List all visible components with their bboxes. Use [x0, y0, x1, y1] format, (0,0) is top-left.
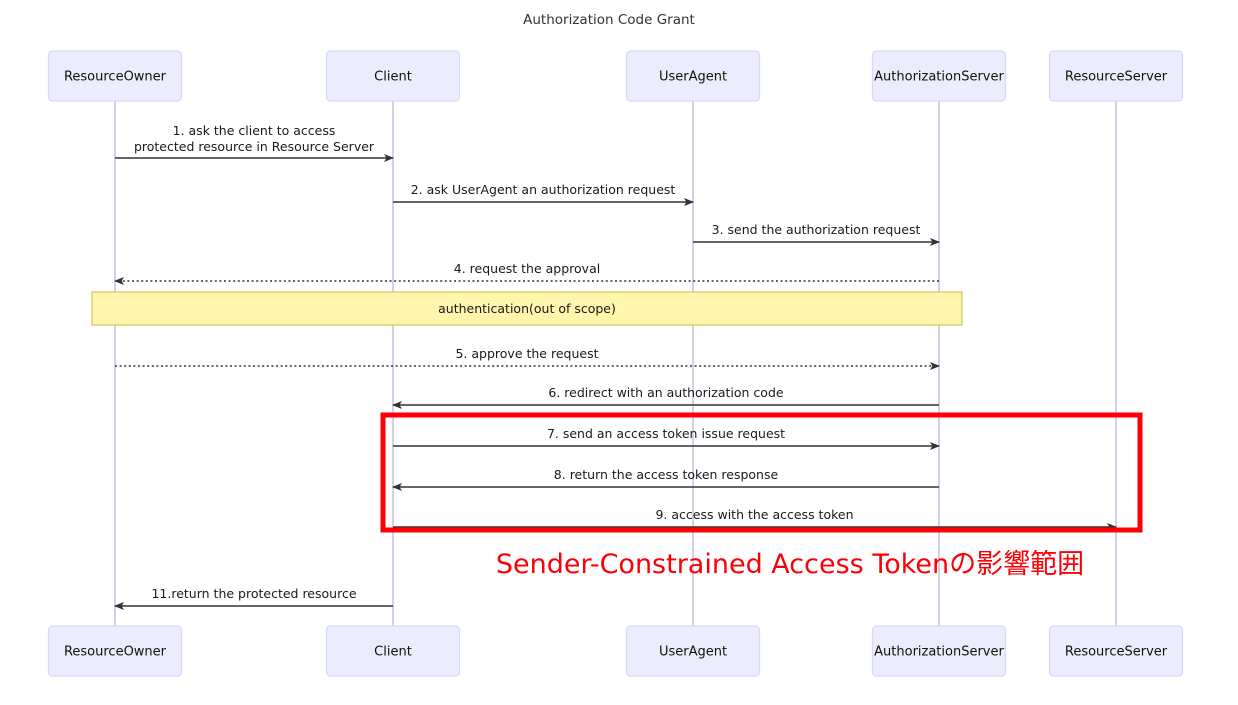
message-label-4: 4. request the approval [454, 261, 600, 276]
actor-label-client-top: Client [374, 70, 412, 85]
actor-label-resource-owner-bottom: ResourceOwner [64, 645, 167, 660]
highlight-annotation-label: Sender-Constrained Access Tokenの影響範囲 [496, 549, 1084, 580]
actor-label-authorization-server-top: AuthorizationServer [874, 70, 1004, 85]
note-label-authentication: authentication(out of scope) [438, 301, 616, 316]
message-label-5: 5. approve the request [455, 346, 598, 361]
message-label-2: 2. ask UserAgent an authorization reques… [411, 182, 676, 197]
actor-label-resource-owner-top: ResourceOwner [64, 70, 167, 85]
message-label-6: 6. redirect with an authorization code [548, 385, 783, 400]
actor-label-user-agent-bottom: UserAgent [659, 645, 727, 660]
lifelines-group [114, 101, 1117, 626]
actor-label-authorization-server-bottom: AuthorizationServer [874, 645, 1004, 660]
actor-box-user-agent-bottom[interactable] [625, 625, 761, 677]
actor-box-client-top[interactable] [325, 50, 461, 102]
actors-top-group: ResourceOwner Client UserAgent Authorizatio… [47, 50, 1184, 102]
actor-label-client-bottom: Client [374, 645, 412, 660]
message-label-1-line1: 1. ask the client to access [173, 123, 336, 138]
actor-box-resource-server-top[interactable] [1048, 50, 1184, 102]
message-label-8: 8. return the access token response [554, 467, 779, 482]
message-label-11: 11.return the protected resource [151, 586, 356, 601]
message-label-7: 7. send an access token issue request [547, 426, 785, 441]
page-title: Authorization Code Grant [523, 12, 695, 28]
actor-label-resource-server-bottom: ResourceServer [1065, 645, 1168, 660]
highlight-group: Sender-Constrained Access Tokenの影響範囲 [380, 412, 1143, 580]
actor-box-client-bottom[interactable] [325, 625, 461, 677]
note-group: authentication(out of scope) [91, 291, 963, 326]
message-label-3: 3. send the authorization request [712, 222, 921, 237]
message-label-9: 9. access with the access token [655, 507, 853, 522]
message-label-1-line2: protected resource in Resource Server [134, 139, 375, 154]
actor-box-resource-server-bottom[interactable] [1048, 625, 1184, 677]
actor-box-resource-owner-top[interactable] [47, 50, 183, 102]
actors-bottom-group: ResourceOwner Client UserAgent Authorizatio… [47, 625, 1184, 677]
note-box-authentication [91, 291, 963, 326]
actor-box-resource-owner-bottom[interactable] [47, 625, 183, 677]
actor-box-user-agent-top[interactable] [625, 50, 761, 102]
highlight-scope-box [380, 412, 1143, 533]
actor-box-authorization-server-top[interactable] [871, 50, 1007, 102]
actor-label-resource-server-top: ResourceServer [1065, 70, 1168, 85]
actor-label-user-agent-top: UserAgent [659, 70, 727, 85]
actor-box-authorization-server-bottom[interactable] [871, 625, 1007, 677]
